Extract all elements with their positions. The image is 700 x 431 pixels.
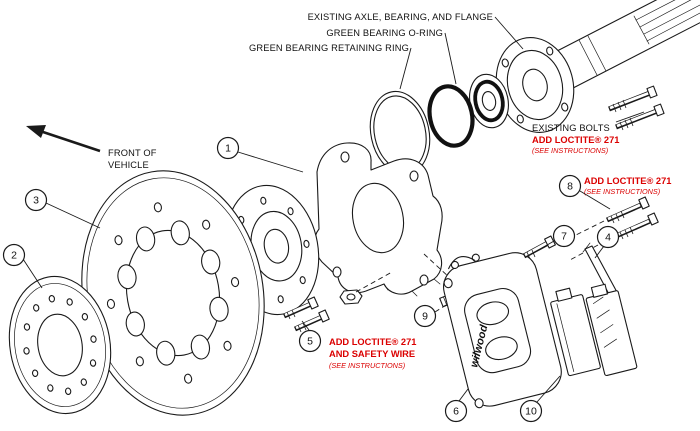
hat-bolt-2 [293, 309, 330, 333]
svg-text:3: 3 [33, 195, 39, 207]
svg-text:8: 8 [567, 181, 573, 193]
callout-5: 5 [298, 329, 322, 353]
brake-pad-outer [585, 283, 638, 377]
caliper-bolts-note: ADD LOCTITE® 271 (SEE INSTRUCTIONS) [584, 176, 671, 196]
axle-flange [495, 37, 575, 133]
callout-10: 10 [519, 399, 543, 423]
drive-flange-plate [8, 275, 112, 415]
brake-caliper: wilwood [443, 252, 562, 409]
callout-4: 4 [596, 225, 620, 249]
top-labels: EXISTING AXLE, BEARING, AND FLANGE GREEN… [249, 12, 524, 90]
svg-text:9: 9 [422, 311, 428, 323]
front-of-label: FRONT OF [108, 148, 157, 158]
see-instructions-3: (SEE INSTRUCTIONS) [329, 361, 405, 370]
existing-bolt-1 [608, 85, 658, 113]
loctite-note-3: ADD LOCTITE® 271 [329, 337, 416, 347]
front-of-vehicle: FRONT OF VEHICLE [26, 125, 157, 170]
callout-3: 3 [24, 188, 48, 212]
svg-text:6: 6 [453, 406, 459, 418]
caliper-mounting-bracket [313, 142, 443, 297]
brake-pad-inner [550, 287, 601, 377]
callout-8: 8 [558, 174, 582, 198]
arrow-head-icon [26, 125, 46, 138]
safety-wire-note: ADD LOCTITE® 271 AND SAFETY WIRE (SEE IN… [329, 337, 416, 370]
see-instructions-2: (SEE INSTRUCTIONS) [584, 187, 660, 196]
callouts: 1 2 3 4 5 6 7 8 9 10 [2, 136, 620, 423]
callout-9: 9 [413, 304, 437, 328]
caliper-bolt-1 [605, 196, 650, 224]
callout-7: 7 [552, 224, 576, 248]
bleed-bolt [522, 235, 556, 260]
existing-bolt-2 [615, 103, 665, 131]
svg-text:2: 2 [11, 250, 17, 262]
vehicle-label: VEHICLE [108, 160, 149, 170]
callout-6: 6 [444, 399, 468, 423]
callout-1: 1 [216, 136, 240, 160]
hat-attach-bolts [282, 296, 330, 333]
adapter-nut [339, 289, 363, 305]
svg-text:5: 5 [307, 336, 313, 348]
bearing-o-ring [427, 84, 475, 148]
brake-pads [550, 283, 638, 377]
bearing-assembly [469, 73, 509, 129]
callout-leaders [22, 151, 611, 403]
callout-2: 2 [2, 243, 26, 267]
hat-bolt-1 [282, 296, 319, 320]
caliper-bolt-2 [614, 212, 659, 240]
existing-axle-label: EXISTING AXLE, BEARING, AND FLANGE [308, 12, 493, 22]
existing-bolts-label: EXISTING BOLTS [532, 123, 610, 133]
svg-text:1: 1 [225, 143, 231, 155]
green-retaining-ring-label: GREEN BEARING RETAINING RING [249, 43, 409, 53]
loctite-note-1: ADD LOCTITE® 271 [532, 135, 619, 145]
green-oring-label: GREEN BEARING O-RING [326, 28, 443, 38]
existing-bolts-note: EXISTING BOLTS ADD LOCTITE® 271 (SEE INS… [532, 111, 645, 155]
svg-text:7: 7 [561, 231, 567, 243]
svg-text:4: 4 [605, 232, 611, 244]
see-instructions-1: (SEE INSTRUCTIONS) [532, 146, 608, 155]
svg-text:10: 10 [525, 406, 537, 418]
loctite-note-2: ADD LOCTITE® 271 [584, 176, 671, 186]
brake-rotor [81, 170, 265, 416]
existing-bolts [608, 85, 665, 131]
caliper-bolts [605, 196, 659, 240]
safety-wire-label: AND SAFETY WIRE [329, 349, 415, 359]
